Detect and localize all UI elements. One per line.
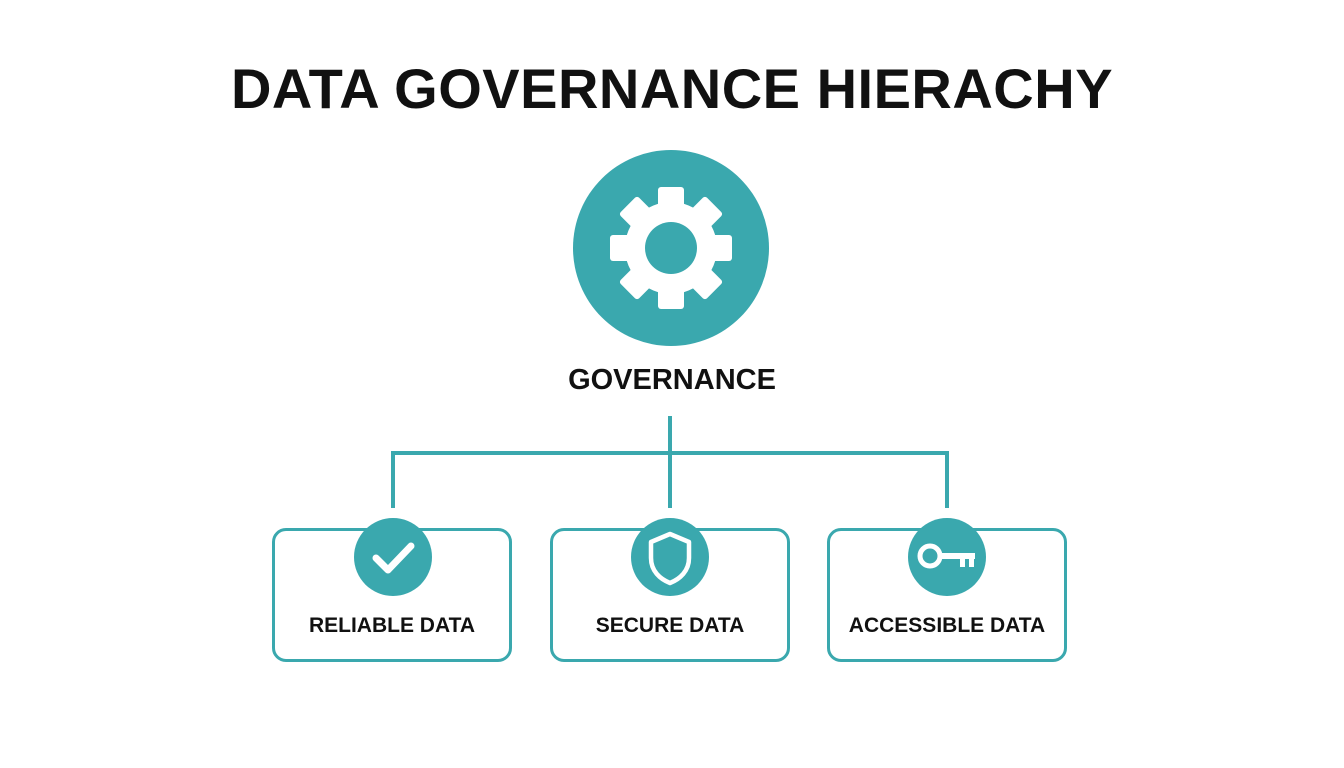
reliable-data-label: RELIABLE DATA [308,614,476,637]
accessible-data-icon-badge [908,518,986,596]
key-icon [917,543,975,569]
diagram-title: DATA GOVERNANCE HIERACHY [230,57,1114,120]
checkmark-icon [372,542,415,574]
accessible-data-label: ACCESSIBLE DATA [848,614,1046,637]
reliable-data-icon-badge [354,518,432,596]
governance-node [573,150,769,346]
shield-icon [648,531,692,586]
secure-data-label: SECURE DATA [595,614,745,637]
governance-label: GOVERNANCE [568,364,776,396]
secure-data-icon-badge [631,518,709,596]
gear-icon [610,187,732,309]
